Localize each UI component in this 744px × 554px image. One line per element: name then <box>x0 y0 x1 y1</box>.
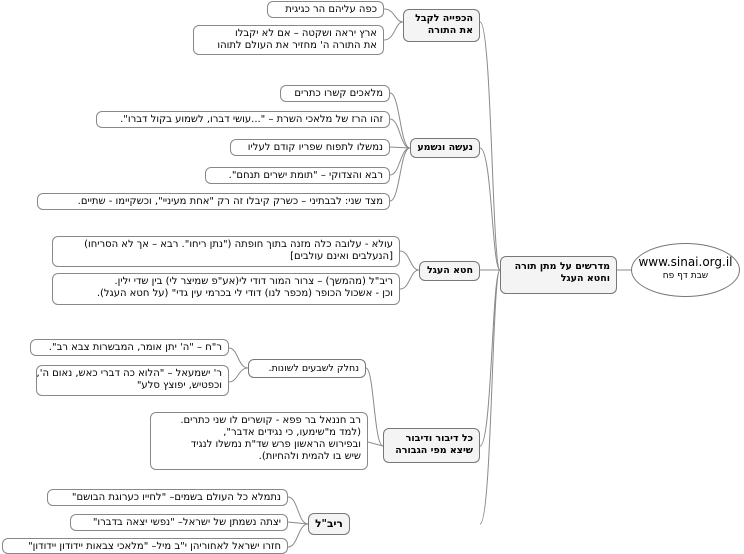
leaf-naase-3: נמשלו לתפוח שפריו קודם לעליו <box>230 139 390 156</box>
leaf-text: ארץ יראה ושקטה – אם לא יקבלו <box>234 28 377 39</box>
leaf-egel-1: עולא - עלובה כלה מזנה בתוך חופתה ("נתן ר… <box>52 236 400 267</box>
leaf-dibur-sub-2: ר' ישמעאל – "הלוא כה דברי כאש, נאום ה', … <box>36 365 229 396</box>
leaf-naase-4: רבא והצדוקי – "תומת ישרים תנחם". <box>205 167 390 184</box>
root-node: www.sinai.org.il שבת דף פח <box>631 243 740 297</box>
category-dibur-line-1: כל דיבור ודיבור <box>405 433 473 444</box>
leaf-rivl-3: חזרו ישראל לאחוריהן י"ב מיל– "מלאכי צבאו… <box>2 538 288 554</box>
category-rivl-line-1: ריב"ל <box>315 518 343 530</box>
central-line-1: מדרשים על מתן תורה <box>514 261 610 272</box>
leaf-dibur-sub-1: ר"ח – "ה' יתן אומר, המבשרות צבא רב". <box>30 339 229 356</box>
category-kefiya: הכפייה לקבל את התורה <box>403 9 480 42</box>
category-naase: נעשה ונשמע <box>410 138 480 158</box>
leaf-naase-5: מצד שני: לבבתיני – כשרק קיבלו זה רק "אחת… <box>37 193 390 210</box>
site-url[interactable]: www.sinai.org.il <box>638 255 733 269</box>
leaf-text: נמשלו לתפוח שפריו קודם לעליו <box>247 142 383 153</box>
subcategory-shivim: נחלק לשבעים לשונות. <box>248 359 366 378</box>
leaf-text: רבא והצדוקי – "תומת ישרים תנחם". <box>228 170 383 181</box>
leaf-text: זהו הרז של מלאכי השרת – "...עושי דברו, ל… <box>120 114 383 125</box>
leaf-text: יצתה נשמתן של ישראל– "נפשי יצאה בדברו" <box>92 517 281 528</box>
leaf-naase-1: מלאכים קשרו כתרים <box>280 85 390 102</box>
leaf-rivl-1: נתמלא כל העולם בשמים– "לחייו כערוגת הבוש… <box>47 489 288 506</box>
leaf-naase-2: זהו הרז של מלאכי השרת – "...עושי דברו, ל… <box>96 111 390 128</box>
central-line-2: וחטא העגל <box>560 273 610 284</box>
leaf-text: (למד מ"שימעו, כי נגידים אדבר", <box>223 427 361 438</box>
leaf-kefiya-1: כפה עליהם הר כגיגית <box>267 1 384 18</box>
leaf-text: רב חננאל בר פפא - קושרים לו שני כתרים. <box>180 415 361 426</box>
leaf-rivl-2: יצתה נשמתן של ישראל– "נפשי יצאה בדברו" <box>70 514 288 531</box>
leaf-egel-2: ריב"ל (מהמשך) – צרור המור דודי לי(אע"פ ש… <box>52 273 400 305</box>
category-kefiya-line-1: הכפייה לקבל <box>415 13 473 24</box>
category-egel-line-1: חטא העגל <box>426 265 473 276</box>
leaf-text: וכפטיש, יפוצץ סלע" <box>136 380 222 391</box>
leaf-text: ובפירוש הראשון פרש שד"ת נמשלו לנגיד <box>190 439 361 450</box>
category-naase-line-1: נעשה ונשמע <box>417 142 473 153</box>
category-dibur-line-2: שיצא מפי הגבורה <box>395 445 473 456</box>
leaf-text: ריב"ל (מהמשך) – צרור המור דודי לי(אע"פ ש… <box>114 276 393 287</box>
leaf-text: [הנעלבים ואינם עולבים] <box>290 251 393 262</box>
leaf-dibur-1: רב חננאל בר פפא - קושרים לו שני כתרים. (… <box>150 412 368 470</box>
leaf-text: כפה עליהם הר כגיגית <box>285 4 377 15</box>
subcategory-shivim-label: נחלק לשבעים לשונות. <box>268 363 359 374</box>
leaf-text: שיש בו להמית ולהחיות). <box>258 451 361 462</box>
category-kefiya-line-2: את התורה <box>427 25 473 36</box>
leaf-text: מלאכים קשרו כתרים <box>294 88 383 99</box>
category-rivl: ריב"ל <box>308 513 350 535</box>
category-dibur: כל דיבור ודיבור שיצא מפי הגבורה <box>383 428 480 463</box>
leaf-text: נתמלא כל העולם בשמים– "לחייו כערוגת הבוש… <box>71 492 281 503</box>
category-egel: חטא העגל <box>419 261 480 281</box>
leaf-kefiya-2: ארץ יראה ושקטה – אם לא יקבלו את התורה ה'… <box>193 25 384 55</box>
central-node: מדרשים על מתן תורה וחטא העגל <box>500 256 617 294</box>
leaf-text: חזרו ישראל לאחוריהן י"ב מיל– "מלאכי צבאו… <box>28 541 281 552</box>
root-subtitle: שבת דף פח <box>662 271 709 281</box>
leaf-text: ר' ישמעאל – "הלוא כה דברי כאש, נאום ה', <box>36 368 222 379</box>
leaf-text: עולא - עלובה כלה מזנה בתוך חופתה ("נתן ר… <box>84 239 393 250</box>
leaf-text: וכן - אשכול הכופר (מכפר לנו) דודי לי בכר… <box>96 288 393 299</box>
leaf-text: את התורה ה' מחזיר את העולם לתוהו <box>217 40 377 51</box>
leaf-text: מצד שני: לבבתיני – כשרק קיבלו זה רק "אחת… <box>77 196 383 207</box>
leaf-text: ר"ח – "ה' יתן אומר, המבשרות צבא רב". <box>48 342 222 353</box>
